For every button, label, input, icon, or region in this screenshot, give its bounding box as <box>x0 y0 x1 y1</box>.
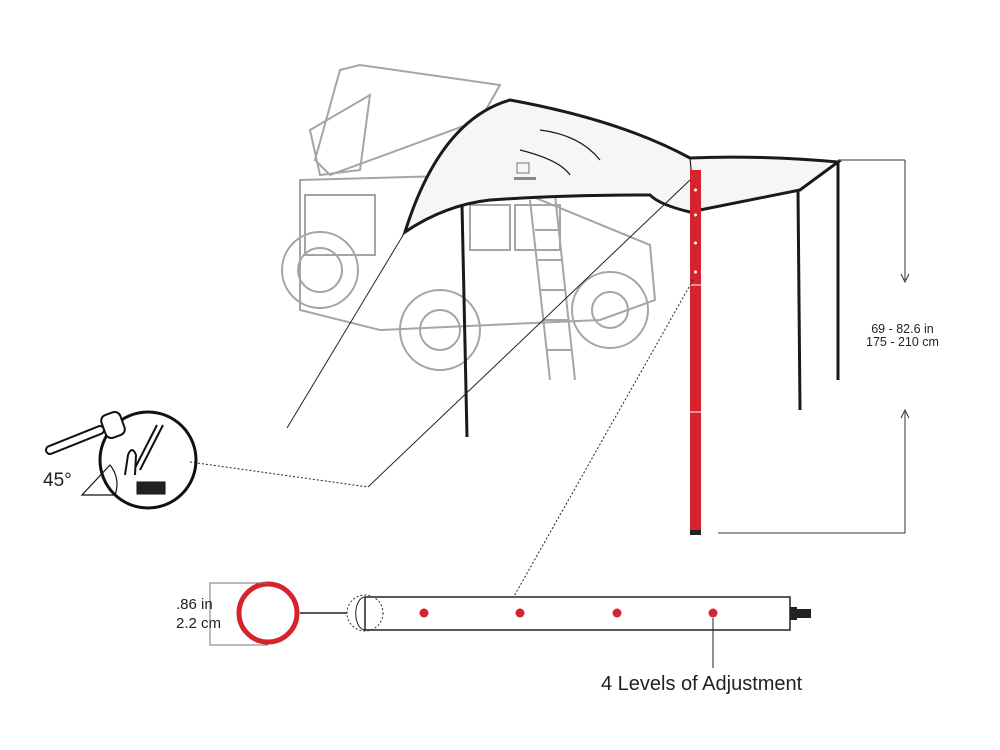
diameter-label: .86 in 2.2 cm <box>176 595 221 633</box>
height-dimension <box>718 159 910 534</box>
height-cm: 175 - 210 cm <box>866 335 939 349</box>
awning-canopy <box>402 98 843 236</box>
awning-legs <box>460 162 840 438</box>
diameter-in: .86 in <box>176 596 213 613</box>
adjustable-pole <box>690 170 701 535</box>
pole-section-detail <box>209 581 811 668</box>
angle-label: 45° <box>43 470 72 491</box>
awning-logo <box>514 162 536 180</box>
diameter-cm: 2.2 cm <box>176 615 222 632</box>
adjustment-label: 4 Levels of Adjustment <box>601 673 803 695</box>
height-dimension-label: 69 - 82.6 in 175 - 210 cm <box>866 323 939 349</box>
stake-inset <box>45 410 198 510</box>
vehicle-sketch <box>281 63 657 381</box>
height-in: 69 - 82.6 in <box>871 322 934 336</box>
guy-lines <box>189 179 694 599</box>
